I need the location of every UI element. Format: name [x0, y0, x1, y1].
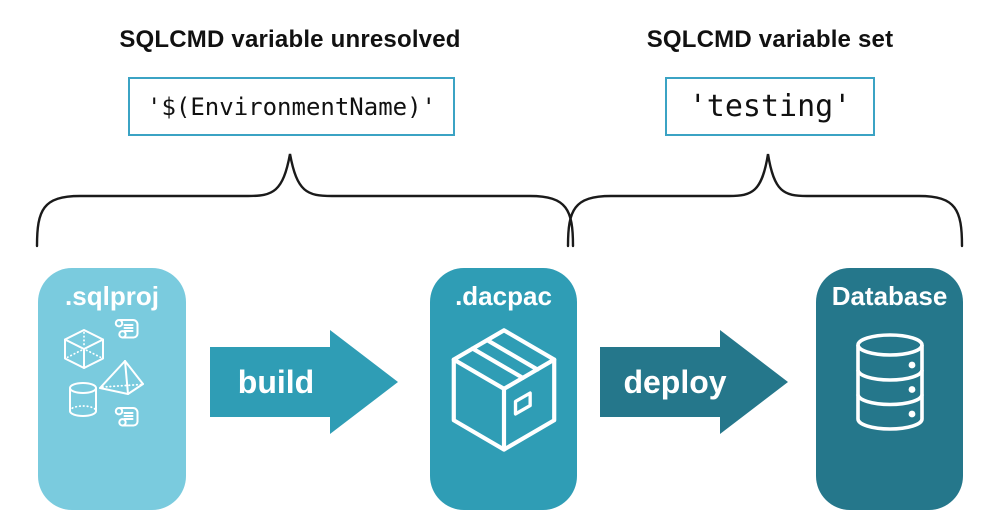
- right-arrow-icon: [600, 330, 788, 434]
- right-arrow-icon: [210, 330, 398, 434]
- heading-set: SQLCMD variable set: [646, 26, 894, 53]
- deploy-arrow-label: deploy: [623, 363, 727, 400]
- pyramid-icon: [99, 360, 144, 395]
- stage-label-dacpac: .dacpac: [455, 281, 552, 311]
- code-value-unresolved: '$(EnvironmentName)': [147, 92, 436, 121]
- deploy-arrow: deploy: [600, 330, 788, 434]
- code-box-set: 'testing': [665, 77, 875, 136]
- scroll-icon: [114, 406, 139, 427]
- package-icon: [451, 328, 556, 452]
- stage-dacpac: .dacpac: [430, 268, 577, 510]
- cylinder-icon: [69, 382, 97, 417]
- curly-brace-right-icon: [566, 153, 964, 248]
- heading-unresolved: SQLCMD variable unresolved: [119, 26, 461, 53]
- cube-icon: [64, 329, 104, 369]
- build-arrow-label: build: [237, 363, 315, 400]
- stage-database: Database: [816, 268, 963, 510]
- stage-label-sqlproj: .sqlproj: [65, 281, 159, 311]
- scroll-icon: [114, 318, 139, 339]
- stage-sqlproj: .sqlproj: [38, 268, 186, 510]
- code-value-set: 'testing': [688, 89, 852, 124]
- code-box-unresolved: '$(EnvironmentName)': [128, 77, 455, 136]
- sql-project-objects-icon: [64, 318, 144, 427]
- build-arrow: build: [210, 330, 398, 434]
- curly-brace-left-icon: [35, 153, 575, 248]
- stage-label-database: Database: [831, 281, 948, 311]
- database-icon: [855, 333, 924, 431]
